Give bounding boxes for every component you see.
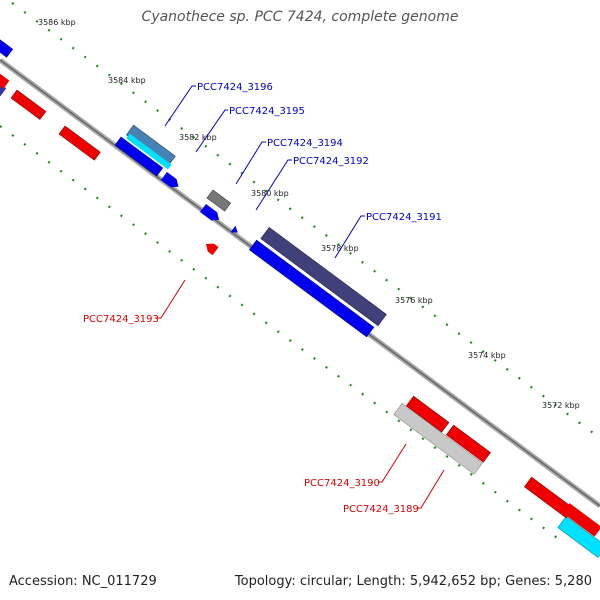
gene-reverse[interactable] — [406, 395, 450, 433]
gene-reverse[interactable] — [0, 71, 10, 89]
gene-forward[interactable] — [0, 80, 7, 97]
kbp-label: 3580 kbp — [251, 189, 289, 198]
gene-cyan[interactable] — [126, 133, 172, 170]
label-leaders — [157, 85, 445, 509]
gene-grey[interactable] — [206, 189, 232, 212]
gene-forward[interactable] — [230, 225, 241, 236]
genes — [0, 35, 600, 558]
gene-label[interactable]: PCC7424_3191 — [366, 212, 442, 223]
gene-light[interactable] — [393, 402, 483, 475]
kbp-label: 3586 kbp — [38, 18, 76, 27]
gene-forward[interactable] — [200, 203, 222, 224]
kbp-label: 3576 kbp — [395, 296, 433, 305]
gene-label[interactable]: PCC7424_3193 — [83, 314, 159, 325]
gene-label[interactable]: PCC7424_3192 — [293, 156, 369, 167]
gene-reverse[interactable] — [58, 125, 101, 161]
kbp-label: 3578 kbp — [321, 244, 359, 253]
gene-label[interactable]: PCC7424_3189 — [343, 504, 419, 515]
kbp-label: 3582 kbp — [179, 133, 217, 142]
gene-forward[interactable] — [161, 171, 181, 191]
gene-dark[interactable] — [260, 226, 387, 327]
gene-labels: PCC7424_3196 PCC7424_3195 PCC7424_3194 P… — [83, 82, 442, 515]
kbp-labels: 3586 kbp 3584 kbp 3582 kbp 3580 kbp 3578… — [38, 18, 580, 410]
tick-track-outer — [6, 0, 600, 439]
genome-title: Cyanothece sp. PCC 7424, complete genome — [141, 9, 459, 25]
kbp-label: 3572 kbp — [542, 401, 580, 410]
gene-reverse[interactable] — [562, 503, 600, 537]
gene-reverse[interactable] — [10, 89, 47, 120]
gene-label[interactable]: PCC7424_3194 — [267, 138, 343, 149]
gene-forward[interactable] — [114, 136, 164, 177]
gene-reverse[interactable] — [446, 424, 491, 463]
gene-label[interactable]: PCC7424_3190 — [304, 478, 380, 489]
gene-forward[interactable] — [249, 239, 375, 338]
gene-reverse[interactable] — [203, 240, 219, 256]
gene-label[interactable]: PCC7424_3196 — [197, 82, 273, 93]
gene-cyan[interactable] — [557, 515, 600, 558]
kbp-label: 3584 kbp — [108, 76, 146, 85]
kbp-label: 3574 kbp — [468, 351, 506, 360]
gene-label[interactable]: PCC7424_3195 — [229, 106, 305, 117]
accession-label: Accession: NC_011729 — [9, 574, 157, 589]
gene-forward[interactable] — [0, 35, 14, 58]
genome-summary: Topology: circular; Length: 5,942,652 bp… — [234, 574, 592, 589]
